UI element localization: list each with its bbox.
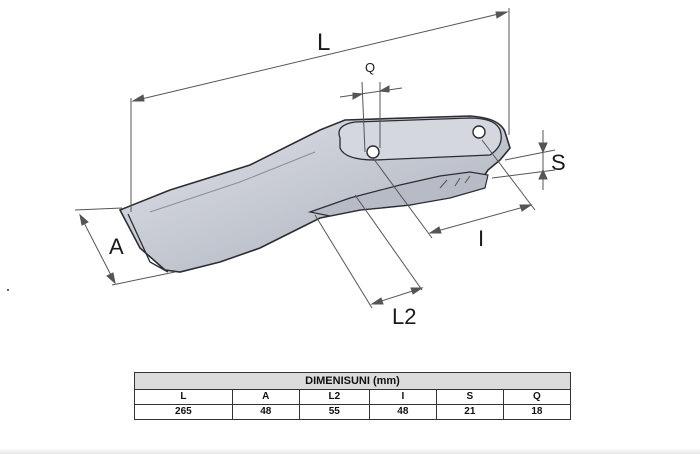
label-I: I xyxy=(478,226,484,251)
dimension-L-arrow-left xyxy=(131,94,145,102)
table-value-cell: 55 xyxy=(298,404,370,420)
adapter-shade-line xyxy=(439,175,471,189)
dimension-S-arrow-bottom xyxy=(538,168,548,180)
dimension-A-extension-top xyxy=(74,207,123,211)
label-L: L xyxy=(317,29,330,56)
dimension-Q-line xyxy=(339,87,403,98)
dimension-L-line xyxy=(132,11,508,102)
label-L2: L2 xyxy=(392,304,416,329)
dimension-Q-arrow-right xyxy=(378,85,390,93)
table-header-cell: I xyxy=(368,389,437,405)
bottom-divider xyxy=(0,448,700,454)
dimension-Q-arrow-left xyxy=(352,92,364,100)
label-A: A xyxy=(109,234,124,259)
dimension-lines xyxy=(74,8,556,309)
adapter-part xyxy=(118,115,511,273)
dimension-L2-arrow-left xyxy=(370,297,384,305)
adapter-shade-line xyxy=(149,151,316,213)
dimension-I-arrow-left xyxy=(428,226,442,234)
table-header-cell: L2 xyxy=(298,389,370,405)
dimension-A-arrow-top xyxy=(79,213,89,226)
dimension-S-arrow-top xyxy=(538,142,548,154)
bucket-tooth-adapter-diagram: L Q S A I L2 xyxy=(7,8,566,329)
dimension-S-extension-bottom xyxy=(491,169,556,179)
label-S: S xyxy=(551,150,566,175)
stray-dot xyxy=(7,289,9,291)
dimension-L2-extension-left xyxy=(314,214,373,309)
dimension-A-arrow-bottom xyxy=(106,272,116,285)
pin-hole-front xyxy=(366,145,380,159)
dimension-A-extension-bottom xyxy=(111,271,176,286)
dimension-I-extension-left xyxy=(372,157,433,239)
table-header-cell: L xyxy=(134,389,233,405)
dimension-S-extension-top xyxy=(504,149,556,161)
table-value-cell: 18 xyxy=(502,404,572,420)
pin-hole-rear xyxy=(472,125,486,139)
table-header-cell: S xyxy=(435,389,504,405)
adapter-shade-line xyxy=(127,213,169,273)
dimension-A-line xyxy=(79,214,116,284)
dimension-L-arrow-right xyxy=(495,11,509,19)
table-value-cell: 48 xyxy=(231,404,300,420)
table-value-cell: 21 xyxy=(435,404,504,420)
table-header-cell: Q xyxy=(502,389,572,405)
dimension-I-extension-right xyxy=(481,139,536,211)
dimensions-table: DIMENISUNI (mm) L A L2 I S Q 265 48 55 4… xyxy=(134,372,572,420)
dimension-L2-extension-right xyxy=(354,194,423,291)
table-value-cell: 48 xyxy=(368,404,437,420)
table-header-cell: A xyxy=(231,389,300,405)
table-value-cell: 265 xyxy=(134,404,233,420)
dimension-L2-arrow-right xyxy=(410,287,424,295)
label-Q: Q xyxy=(365,60,375,75)
dimension-I-arrow-right xyxy=(519,204,533,212)
dimension-I-line xyxy=(429,204,532,234)
dimensions-table-title: DIMENISUNI (mm) xyxy=(134,372,571,390)
table-header-row: L A L2 I S Q xyxy=(134,389,572,405)
table-row: 265 48 55 48 21 18 xyxy=(134,404,572,420)
